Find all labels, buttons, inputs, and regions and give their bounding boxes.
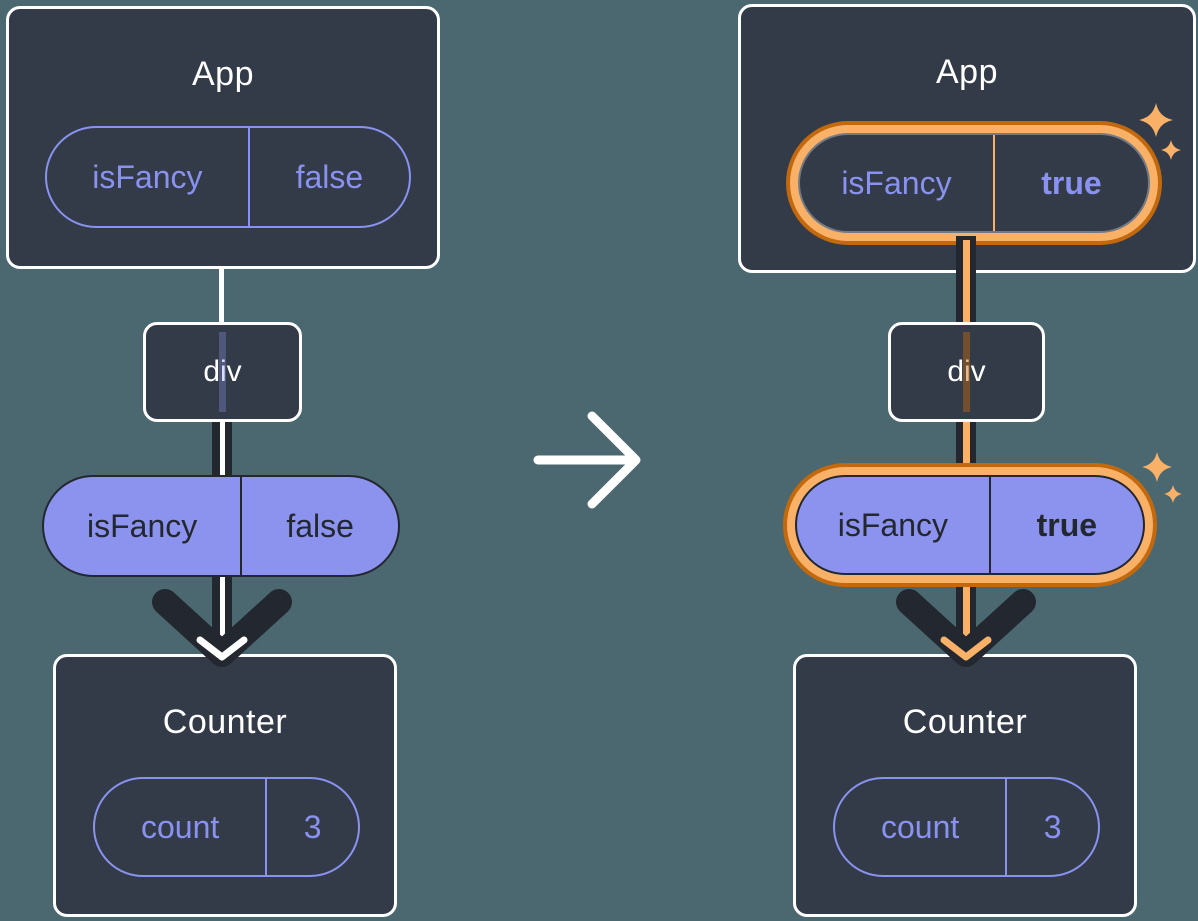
- prop-name: isFancy: [44, 477, 243, 575]
- app-component-card: App isFancy true: [738, 4, 1196, 273]
- prop-value: true: [1036, 506, 1098, 543]
- sparkles-icon: [1164, 485, 1182, 503]
- sparkles-icon: [1142, 452, 1172, 482]
- prop-name: isFancy: [47, 128, 250, 226]
- div-node-card: div: [888, 322, 1045, 422]
- div-label: div: [947, 355, 986, 388]
- state-value: 3: [1043, 808, 1062, 845]
- render-arrowhead: [152, 589, 292, 667]
- prop-name: isFancy: [797, 477, 991, 573]
- component-name: Counter: [902, 703, 1028, 741]
- prop-value: true: [1041, 164, 1102, 201]
- div-label: div: [203, 355, 242, 388]
- prop-pill: isFancy false: [45, 126, 411, 228]
- sparkles-icon: [1139, 103, 1173, 137]
- app-component-card: App isFancy false: [6, 6, 440, 269]
- prop-flow-line-through-div: [962, 332, 970, 412]
- state-value: 3: [303, 808, 322, 845]
- component-name: App: [936, 53, 998, 91]
- counter-component-card: Counter count 3: [793, 654, 1137, 917]
- prop-flow-line-through-div: [218, 332, 226, 412]
- prop-value: false: [295, 158, 364, 195]
- div-node-card: div: [143, 322, 302, 422]
- counter-component-card: Counter count 3: [53, 654, 397, 917]
- state-pill: count 3: [93, 777, 360, 877]
- state-pill: count 3: [833, 777, 1100, 877]
- prop-name: isFancy: [800, 135, 995, 231]
- state-name: count: [835, 779, 1008, 875]
- passed-prop-pill-highlighted: isFancy true: [795, 475, 1145, 575]
- prop-flow-line-core-orange: [962, 240, 970, 322]
- render-arrowhead: [896, 589, 1036, 667]
- component-name: Counter: [162, 703, 288, 741]
- prop-value: false: [286, 507, 354, 544]
- state-name: count: [95, 779, 268, 875]
- sparkles-icon: [1161, 140, 1181, 160]
- transition-right-arrow-icon: [533, 411, 641, 509]
- prop-flow-line-app-div: [219, 266, 224, 324]
- prop-pill-highlighted: isFancy true: [798, 133, 1150, 233]
- component-name: App: [192, 55, 254, 93]
- passed-prop-pill: isFancy false: [42, 475, 400, 577]
